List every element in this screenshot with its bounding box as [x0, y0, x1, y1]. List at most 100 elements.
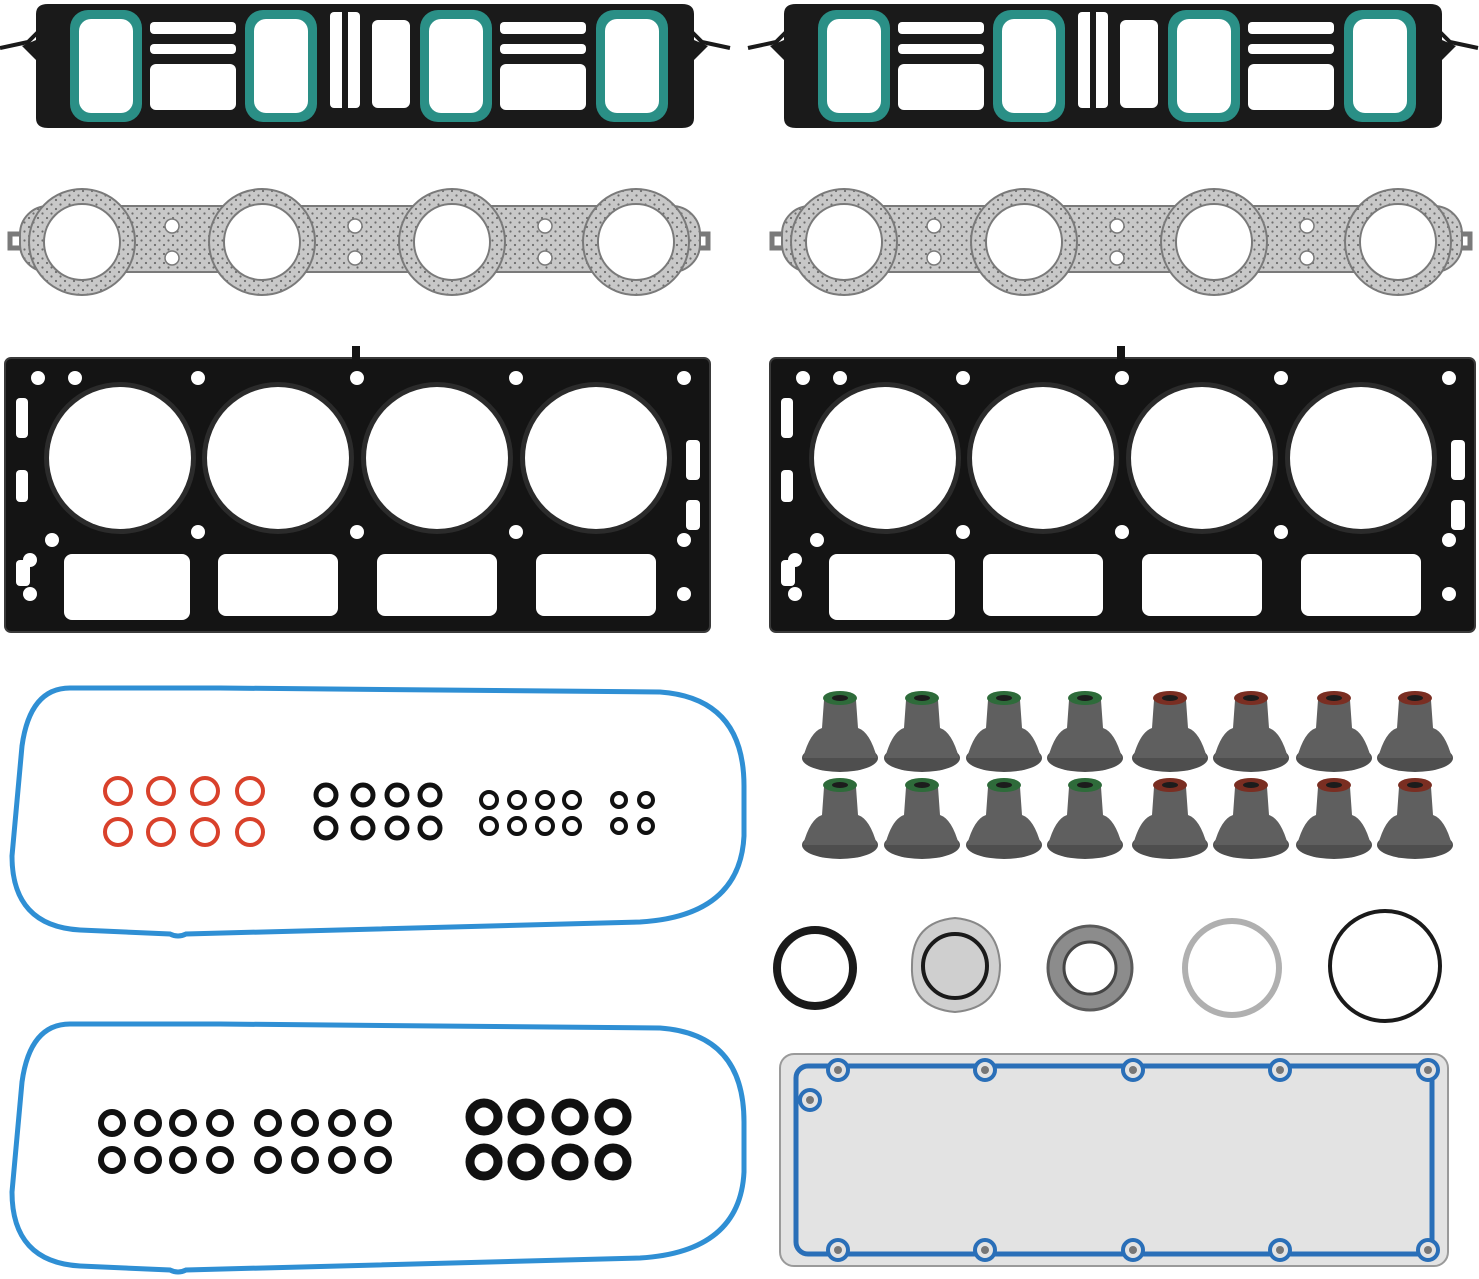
intake-manifold-gasket-right: [747, 4, 1479, 128]
valve-stem-seal: [1377, 691, 1453, 772]
head-gasket-bolt-hole: [788, 587, 802, 601]
valve-stem-seal: [1047, 691, 1123, 772]
exhaust-manifold-gasket-right: [769, 188, 1473, 296]
exhaust-port-opening: [43, 203, 121, 281]
head-gasket-port: [1301, 554, 1421, 616]
o-ring: [637, 817, 655, 835]
valve-stem-seal: [884, 691, 960, 772]
o-ring: [328, 1146, 356, 1174]
head-gasket-bolt-hole: [191, 371, 205, 385]
o-ring: [507, 790, 527, 810]
o-ring: [507, 816, 527, 836]
head-gasket-bolt-hole: [1442, 587, 1456, 601]
head-gasket-bolt-hole: [1115, 525, 1129, 539]
valve-cover-gasket-upper: [9, 685, 747, 939]
head-gasket-bolt-hole: [956, 525, 970, 539]
cylinder-bore: [49, 387, 191, 529]
o-ring-orange: [146, 776, 176, 806]
o-ring: [384, 815, 410, 841]
o-ring: [291, 1146, 319, 1174]
valve-stem-seal: [1377, 778, 1453, 859]
head-gasket-port: [64, 554, 190, 620]
head-gasket-port: [983, 554, 1103, 616]
cylinder-bore: [972, 387, 1114, 529]
intake-port-opening: [605, 19, 659, 113]
o-ring: [562, 816, 582, 836]
exhaust-bolt-hole: [1299, 250, 1315, 266]
cylinder-bore: [525, 387, 667, 529]
o-ring: [610, 817, 628, 835]
head-gasket-port: [829, 554, 955, 620]
cylinder-bore: [1290, 387, 1432, 529]
valve-stem-seal: [1213, 778, 1289, 859]
head-gasket-bolt-hole: [833, 371, 847, 385]
o-ring: [98, 1146, 126, 1174]
o-ring: [535, 790, 555, 810]
valve-stem-seal: [1047, 778, 1123, 859]
exhaust-bolt-hole: [537, 218, 553, 234]
valve-stem-seal: [1213, 691, 1289, 772]
exhaust-bolt-hole: [926, 250, 942, 266]
water-pump-seal: [773, 926, 857, 1010]
head-gasket-bolt-hole: [1274, 371, 1288, 385]
o-ring-orange: [146, 817, 176, 847]
head-gasket-bolt-hole: [350, 525, 364, 539]
exhaust-port-opening: [1175, 203, 1253, 281]
o-ring: [384, 782, 410, 808]
head-gasket-bolt-hole: [191, 525, 205, 539]
head-gasket-bolt-hole: [1274, 525, 1288, 539]
o-ring-orange: [235, 817, 265, 847]
head-gasket-bolt-hole: [1115, 371, 1129, 385]
intake-port-opening: [254, 19, 308, 113]
exhaust-bolt-hole: [537, 250, 553, 266]
cylinder-head-gasket-right: [769, 346, 1476, 633]
exhaust-port-opening: [223, 203, 301, 281]
o-ring-orange: [103, 776, 133, 806]
o-ring: [291, 1109, 319, 1137]
exhaust-manifold-gasket-left: [7, 188, 711, 296]
valve-stem-seal: [884, 778, 960, 859]
o-ring: [328, 1109, 356, 1137]
exhaust-bolt-hole: [1109, 218, 1125, 234]
head-gasket-bolt-hole: [1442, 533, 1456, 547]
cylinder-head-gasket-left: [4, 346, 711, 633]
cylinder-bore: [814, 387, 956, 529]
head-gasket-bolt-hole: [45, 533, 59, 547]
o-ring: [169, 1146, 197, 1174]
cylinder-bore: [366, 387, 508, 529]
head-gasket-bolt-hole: [956, 371, 970, 385]
exhaust-bolt-hole: [1299, 218, 1315, 234]
o-ring: [479, 790, 499, 810]
valve-stem-seal: [1296, 691, 1372, 772]
o-ring: [507, 1098, 545, 1136]
o-ring: [417, 815, 443, 841]
head-gasket-bolt-hole: [677, 533, 691, 547]
o-ring: [134, 1146, 162, 1174]
o-ring: [134, 1109, 162, 1137]
valve-cover-gasket-lower: [9, 1021, 747, 1275]
o-ring: [364, 1109, 392, 1137]
head-gasket-bolt-hole: [350, 371, 364, 385]
o-ring-orange: [235, 776, 265, 806]
exhaust-port-opening: [1359, 203, 1437, 281]
intake-manifold-gasket-left: [0, 4, 731, 128]
o-ring: [169, 1109, 197, 1137]
o-ring: [350, 815, 376, 841]
o-ring: [594, 1098, 632, 1136]
o-ring: [594, 1143, 632, 1181]
head-gasket-bolt-hole: [31, 371, 45, 385]
head-gasket-bolt-hole: [810, 533, 824, 547]
o-ring: [535, 816, 555, 836]
exhaust-port-opening: [597, 203, 675, 281]
valley-cover-gasket: [779, 1053, 1449, 1267]
head-gasket-bolt-hole: [796, 371, 810, 385]
o-ring-orange: [190, 776, 220, 806]
exhaust-bolt-hole: [347, 250, 363, 266]
o-ring: [254, 1146, 282, 1174]
head-gasket-bolt-hole: [677, 371, 691, 385]
exhaust-port-opening: [413, 203, 491, 281]
valve-stem-seal: [802, 778, 878, 859]
head-gasket-port: [377, 554, 497, 616]
o-ring-orange: [103, 817, 133, 847]
